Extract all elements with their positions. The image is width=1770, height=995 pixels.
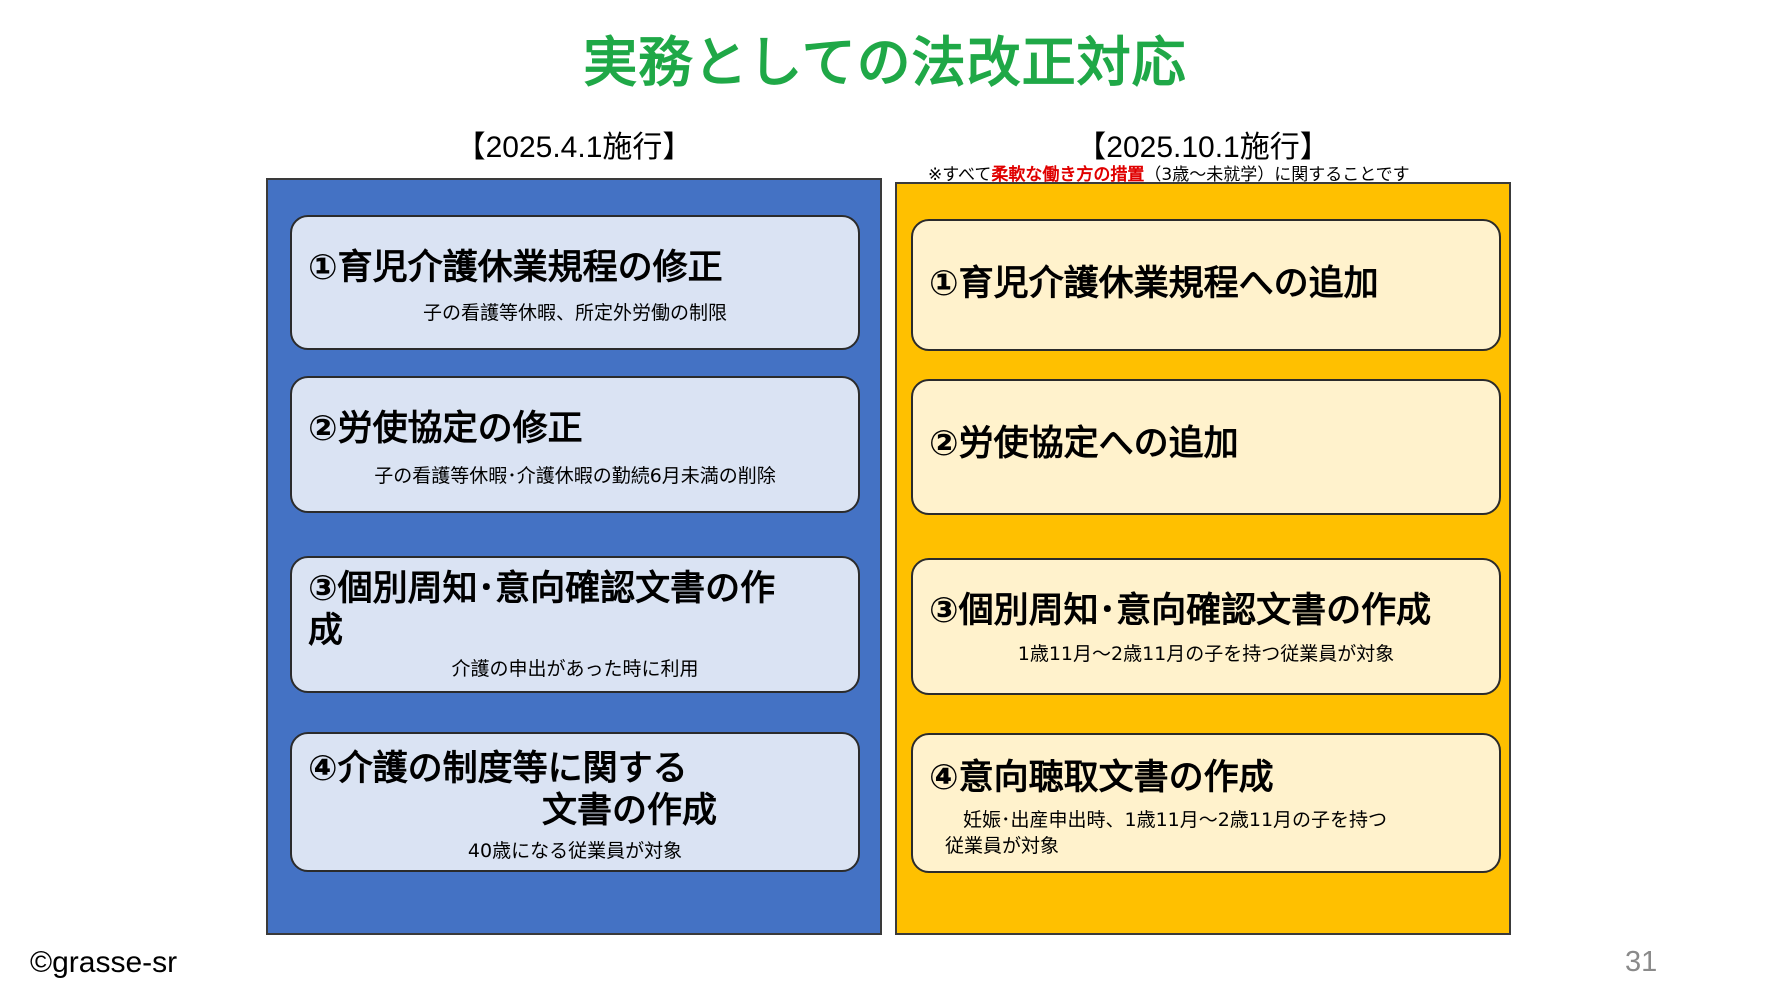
- right-panel: ①育児介護休業規程への追加 ②労使協定への追加 ③個別周知･意向確認文書の作成 …: [895, 182, 1511, 935]
- card-subtitle: 介護の申出があった時に利用: [451, 658, 699, 680]
- left-card-3: ③個別周知･意向確認文書の作成 介護の申出があった時に利用: [290, 556, 860, 693]
- right-card-1: ①育児介護休業規程への追加: [911, 219, 1501, 351]
- page-number: 31: [1625, 946, 1658, 978]
- card-title-line1: ④介護の制度等に関する: [308, 749, 688, 789]
- card-title-line2: 文書の作成: [542, 791, 718, 831]
- right-card-4: ④意向聴取文書の作成 妊娠･出産申出時、1歳11月～2歳11月の子を持つ 従業員…: [911, 733, 1501, 873]
- note-prefix: ※すべて: [928, 165, 992, 185]
- card-subtitle: 子の看護等休暇、所定外労働の制限: [422, 302, 727, 324]
- card-subtitle-line2: 従業員が対象: [945, 835, 1060, 857]
- left-card-4: ④介護の制度等に関する 文書の作成 40歳になる従業員が対象: [290, 732, 860, 872]
- card-title: ②労使協定への追加: [929, 424, 1239, 464]
- left-card-2: ②労使協定の修正 子の看護等休暇･介護休暇の勤続6月未満の削除: [290, 376, 860, 513]
- right-card-2: ②労使協定への追加: [911, 379, 1501, 515]
- card-subtitle: 子の看護等休暇･介護休暇の勤続6月未満の削除: [374, 465, 776, 487]
- note-suffix: （3歳～未就学）に関することです: [1144, 165, 1410, 185]
- right-card-3: ③個別周知･意向確認文書の作成 1歳11月～2歳11月の子を持つ従業員が対象: [911, 558, 1501, 695]
- right-column-heading: 【2025.10.1施行】: [1076, 131, 1330, 164]
- card-title: ④意向聴取文書の作成: [929, 758, 1274, 798]
- card-subtitle-line1: 妊娠･出産申出時、1歳11月～2歳11月の子を持つ: [963, 809, 1388, 831]
- card-subtitle: 40歳になる従業員が対象: [467, 840, 683, 862]
- left-panel: ①育児介護休業規程の修正 子の看護等休暇、所定外労働の制限 ②労使協定の修正 子…: [266, 178, 882, 935]
- card-title: ①育児介護休業規程への追加: [929, 264, 1379, 304]
- left-column-heading: 【2025.4.1施行】: [455, 131, 693, 164]
- slide-title: 実務としての法改正対応: [583, 31, 1187, 94]
- copyright: ©grasse-sr: [30, 946, 178, 979]
- card-title: ③個別周知･意向確認文書の作成: [308, 569, 776, 651]
- note-emphasis: 柔軟な働き方の措置: [991, 165, 1145, 185]
- card-title: ①育児介護休業規程の修正: [308, 248, 723, 288]
- left-card-1: ①育児介護休業規程の修正 子の看護等休暇、所定外労働の制限: [290, 215, 860, 350]
- card-title: ②労使協定の修正: [308, 409, 583, 449]
- card-title: ③個別周知･意向確認文書の作成: [929, 591, 1432, 631]
- card-subtitle: 1歳11月～2歳11月の子を持つ従業員が対象: [1017, 643, 1395, 665]
- right-column-note: ※すべて柔軟な働き方の措置（3歳～未就学）に関することです: [928, 160, 1410, 185]
